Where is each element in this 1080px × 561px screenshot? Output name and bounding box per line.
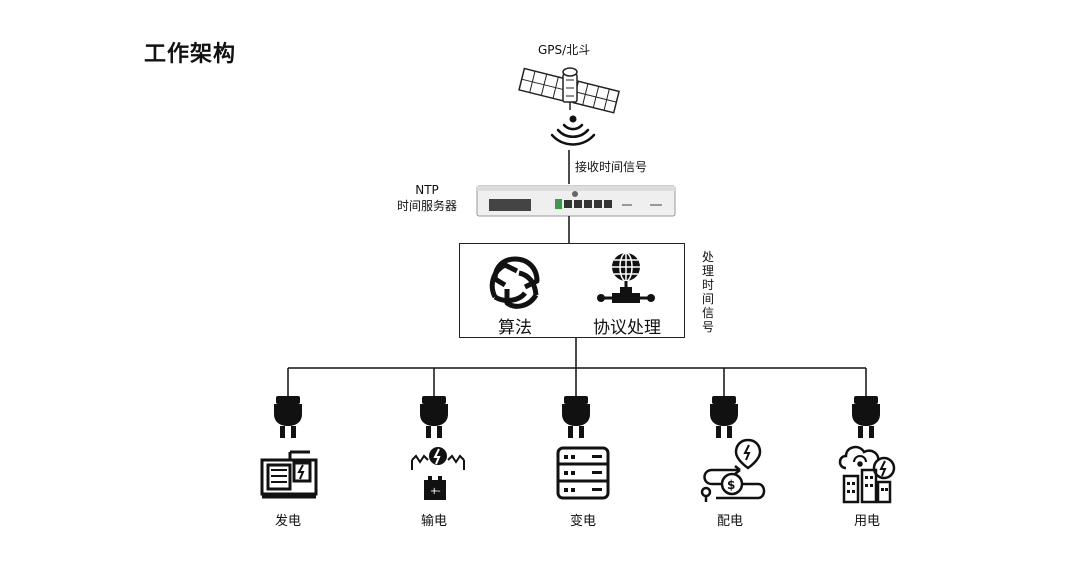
processing-box [459, 243, 685, 338]
ntp-label-line1: NTP [415, 183, 439, 197]
power-plug-icon [274, 396, 302, 438]
svg-text:-: - [437, 486, 441, 497]
page-title: 工作架构 [144, 42, 237, 67]
node-label-generation: 发电 [274, 514, 301, 529]
svg-text:$: $ [727, 478, 735, 492]
generator-icon [260, 450, 318, 499]
algorithm-label: 算法 [498, 318, 532, 338]
signal-link-label: 接收时间信号 [575, 160, 648, 174]
power-plug-icon [852, 396, 880, 438]
rack-server-icon [476, 185, 676, 217]
power-plug-icon [562, 396, 590, 438]
svg-text:+: + [430, 486, 438, 497]
ntp-server-label: NTP 时间服务器 [395, 182, 459, 214]
node-label-consumption: 用电 [853, 514, 880, 529]
ntp-label-line2: 时间服务器 [396, 199, 457, 213]
knot-icon [489, 256, 540, 309]
signal-waves-icon [550, 115, 596, 146]
network-globe-icon [597, 252, 655, 303]
node-label-transmission: 输电 [420, 514, 447, 529]
satellite-label: GPS/北斗 [538, 43, 591, 57]
satellite-icon [518, 67, 620, 114]
processing-side-label: 处理时间信号 [701, 250, 714, 334]
protocol-label: 协议处理 [593, 318, 661, 338]
smart-home-icon [838, 445, 896, 504]
node-label-substation: 变电 [569, 514, 596, 529]
distribution-flow-icon: $ [700, 438, 766, 502]
power-transmission-icon: + - [411, 447, 465, 500]
node-label-distribution: 配电 [716, 514, 743, 529]
power-plug-icon [710, 396, 738, 438]
power-plug-icon [420, 396, 448, 438]
server-stack-icon [556, 446, 610, 500]
